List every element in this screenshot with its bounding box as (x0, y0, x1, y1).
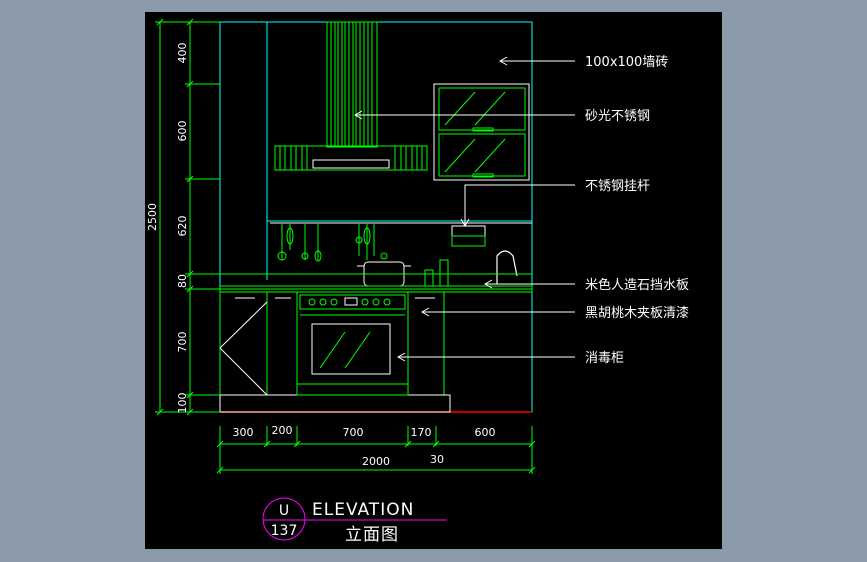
range-hood (274, 21, 428, 171)
dim-400: 400 (176, 43, 189, 64)
dim-30: 30 (430, 453, 444, 466)
towel-holder (451, 225, 486, 247)
annotation-wall-tile: 100x100墙砖 (585, 55, 668, 70)
title-block: U 137 ELEVATION 立面图 (262, 497, 447, 545)
annotations: 100x100墙砖 砂光不锈钢 不锈钢挂杆 米色人造石挡水板 黑胡桃木夹板清漆 … (585, 55, 689, 366)
hood-canopy (274, 145, 428, 171)
base-cabinets (219, 291, 451, 413)
dim-170: 170 (411, 426, 432, 439)
dim-700-w: 700 (343, 426, 364, 439)
dim-600: 600 (176, 121, 189, 142)
annotation-walnut-veneer: 黑胡桃木夹板清漆 (585, 305, 689, 321)
dimension-lines (155, 18, 536, 474)
faucet (496, 250, 518, 284)
annotation-brushed-steel: 砂光不锈钢 (585, 109, 650, 124)
cooking-pot (357, 252, 411, 287)
dim-80: 80 (176, 274, 189, 288)
dim-700: 700 (176, 332, 189, 353)
bottles (424, 259, 449, 287)
dim-total-height: 2500 (146, 203, 159, 231)
dim-100: 100 (176, 393, 189, 414)
title-symbol-top: U (279, 503, 289, 519)
dim-total-width: 2000 (362, 455, 390, 468)
wall-cabinets (433, 83, 530, 181)
hood-chimney (326, 21, 378, 148)
annotation-hanging-rail: 不锈钢挂杆 (585, 179, 650, 194)
cad-drawing-canvas: 400 600 620 80 700 100 2500 300 200 700 … (145, 12, 722, 549)
dim-620: 620 (176, 216, 189, 237)
vertical-dimension-texts: 400 600 620 80 700 100 2500 (146, 43, 189, 414)
dim-200: 200 (272, 424, 293, 437)
annotation-backsplash: 米色人造石挡水板 (585, 277, 689, 293)
title-symbol-bottom: 137 (271, 523, 298, 539)
title-english: ELEVATION (312, 500, 414, 520)
oven-unit (296, 291, 409, 396)
elevation-drawing: 400 600 620 80 700 100 2500 300 200 700 … (146, 18, 689, 545)
horizontal-dimension-texts: 300 200 700 170 600 2000 30 (233, 424, 496, 468)
dim-600-w: 600 (475, 426, 496, 439)
hanging-utensils (277, 224, 375, 262)
leader-lines (353, 56, 575, 362)
annotation-sterilizer: 消毒柜 (585, 351, 624, 366)
title-symbol-circle (262, 497, 306, 541)
dim-300: 300 (233, 426, 254, 439)
title-chinese: 立面图 (345, 525, 399, 545)
